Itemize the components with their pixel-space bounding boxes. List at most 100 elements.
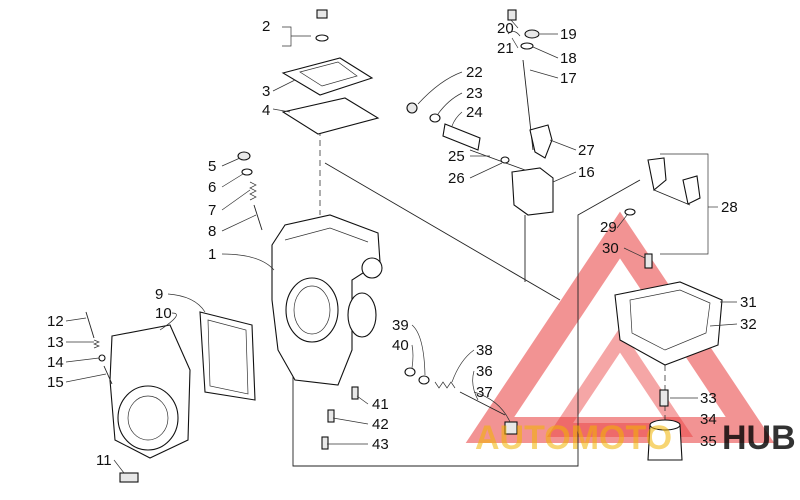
frame-line	[292, 179, 641, 467]
spring-13	[93, 339, 100, 349]
washer-2	[315, 34, 329, 42]
leader-30	[623, 247, 646, 259]
label-36: 36	[476, 363, 493, 380]
label-25: 25	[448, 148, 465, 165]
label-31: 31	[740, 294, 757, 311]
gasket-4	[281, 97, 380, 135]
label-11: 11	[96, 452, 112, 469]
carb-fitting	[361, 257, 383, 279]
float-arm	[653, 189, 691, 206]
screw-12	[85, 311, 95, 339]
nut-6	[241, 168, 253, 176]
diagram-lines	[282, 26, 718, 467]
label-41: 41	[372, 396, 389, 413]
label-28: 28	[721, 199, 738, 216]
intake-bore-inner	[127, 395, 169, 441]
jet-33	[659, 389, 669, 407]
cap-5	[237, 151, 251, 161]
label-30: 30	[602, 240, 619, 257]
screw-42	[327, 409, 335, 423]
screw-8	[253, 204, 263, 231]
label-1: 1	[208, 246, 216, 263]
watermark-text: AUTOMOTO HUB	[475, 419, 796, 457]
label-29: 29	[600, 219, 617, 236]
pin-15	[103, 365, 113, 385]
spring-38	[434, 381, 456, 389]
washer-14	[98, 354, 106, 362]
label-33: 33	[700, 390, 717, 407]
frame-diagonal	[324, 162, 561, 301]
carb-bore-inner	[293, 285, 331, 335]
leader-20	[510, 19, 519, 29]
leader-27	[549, 139, 577, 151]
screw-41	[351, 386, 359, 400]
label-34: 34	[700, 411, 717, 428]
parts	[85, 9, 723, 483]
washer-39	[418, 375, 430, 385]
leader-18	[532, 46, 559, 59]
leader-21	[511, 37, 519, 49]
leader-38	[451, 349, 475, 383]
washer-18	[520, 42, 534, 50]
leader-7	[221, 189, 251, 211]
leader-9	[167, 293, 206, 313]
label-10: 10	[155, 305, 172, 322]
label-35: 35	[700, 433, 717, 450]
leader-17	[529, 69, 559, 79]
leader-40	[411, 344, 414, 369]
float-bowl-31	[614, 281, 723, 366]
intake-bore	[117, 385, 179, 451]
clip-19	[524, 29, 540, 39]
callout-labels: 2 3 4 5 6 7 8 1 9 10 12 13 14 15 11 20 2…	[47, 18, 757, 469]
leader-29	[616, 214, 628, 229]
screw-43	[321, 436, 329, 450]
gasket-9-inner	[207, 319, 249, 395]
label-26: 26	[448, 170, 465, 187]
label-2: 2	[262, 18, 270, 35]
leader-10	[159, 312, 177, 331]
screw-11	[119, 472, 139, 483]
label-23: 23	[466, 85, 483, 102]
label-21: 21	[497, 40, 514, 57]
label-42: 42	[372, 416, 389, 433]
leader-24	[451, 111, 463, 127]
label-5: 5	[208, 158, 216, 175]
leader-3	[272, 79, 296, 92]
label-8: 8	[208, 223, 216, 240]
label-14: 14	[47, 354, 64, 371]
leader-14	[65, 357, 100, 363]
leader-lines	[65, 19, 738, 474]
leader-8	[221, 214, 257, 232]
top-cover-3	[281, 57, 374, 96]
watermark-inner-triangle	[546, 327, 694, 437]
leader-39	[411, 324, 426, 376]
leader-6	[221, 173, 244, 188]
washer-40	[404, 367, 416, 377]
label-40: 40	[392, 337, 409, 354]
label-20: 20	[497, 20, 514, 37]
carb-side-port	[347, 292, 377, 338]
gasket-9	[199, 311, 256, 401]
leader-22	[417, 71, 463, 105]
watermark-brand-dark: HUB	[722, 419, 796, 457]
screw-36	[459, 391, 506, 416]
float-bowl-32	[629, 289, 711, 351]
leader-37	[473, 391, 511, 423]
float-28b	[682, 175, 701, 205]
oring-29	[624, 208, 636, 216]
label-4: 4	[262, 102, 270, 119]
plug-top-35	[649, 419, 681, 431]
leader-42	[332, 417, 369, 425]
leader-4	[272, 108, 291, 113]
watermark-brand-colored: AUTOMOTO	[475, 419, 672, 457]
nut-22	[406, 102, 418, 114]
label-16: 16	[578, 164, 595, 181]
top-cover-inner	[299, 61, 358, 87]
label-37: 37	[476, 384, 493, 401]
leader-1	[221, 253, 275, 271]
leader-26	[469, 162, 503, 179]
carb-body-top	[284, 227, 369, 243]
bracket-28	[660, 153, 709, 255]
label-38: 38	[476, 342, 493, 359]
